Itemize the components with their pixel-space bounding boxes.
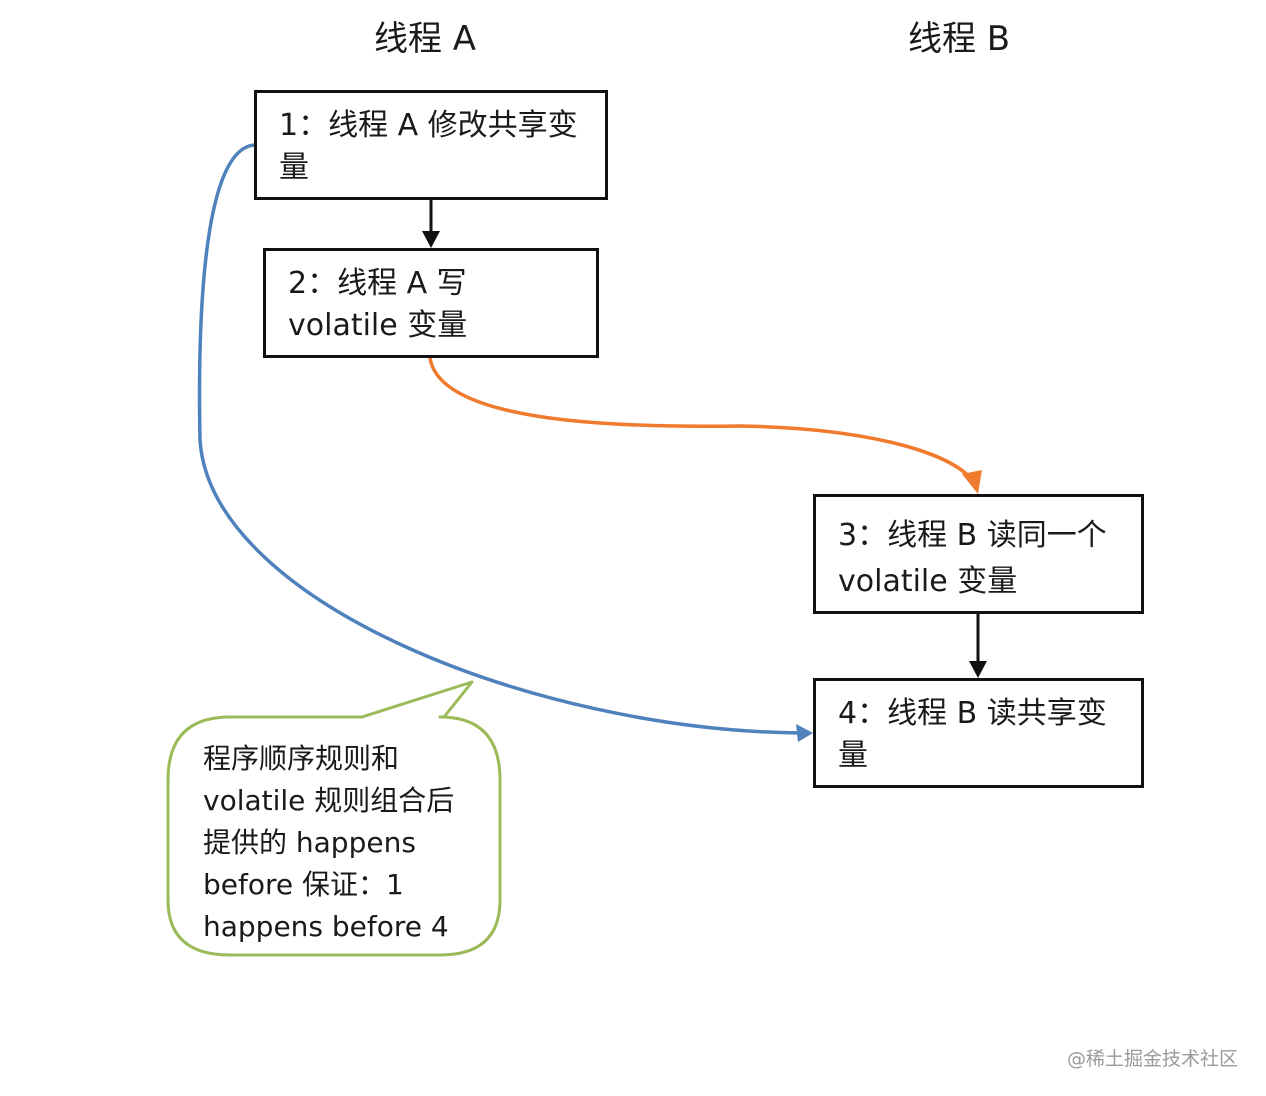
- step-2-label: 2：线程 A 写 volatile 变量: [288, 266, 468, 343]
- thread-a-title: 线程 A: [374, 19, 477, 59]
- step-4-box: 4：线程 B 读共享变量: [813, 678, 1144, 788]
- step-2-box: 2：线程 A 写 volatile 变量: [263, 248, 599, 358]
- callout-bubble: [166, 680, 502, 957]
- step-3-label: 3：线程 B 读同一个 volatile 变量: [838, 518, 1107, 599]
- happens-before-arrowhead: [796, 724, 813, 742]
- step-3-box: 3：线程 B 读同一个 volatile 变量: [813, 494, 1144, 614]
- volatile-arrow: [428, 357, 976, 484]
- program-order-arrowhead-a: [422, 231, 440, 248]
- step-1-box: 1：线程 A 修改共享变量: [254, 90, 608, 200]
- volatile-arrowhead: [962, 470, 982, 494]
- step-1-label: 1：线程 A 修改共享变量: [279, 108, 578, 185]
- program-order-arrowhead-b: [969, 661, 987, 678]
- thread-b-title: 线程 B: [908, 19, 1011, 59]
- step-4-label: 4：线程 B 读共享变量: [838, 696, 1107, 773]
- happens-before-arrow: [197, 143, 801, 735]
- callout-text: 程序顺序规则和volatile 规则组合后提供的 happens before …: [203, 742, 455, 943]
- watermark: @稀土掘金技术社区: [1066, 1048, 1238, 1070]
